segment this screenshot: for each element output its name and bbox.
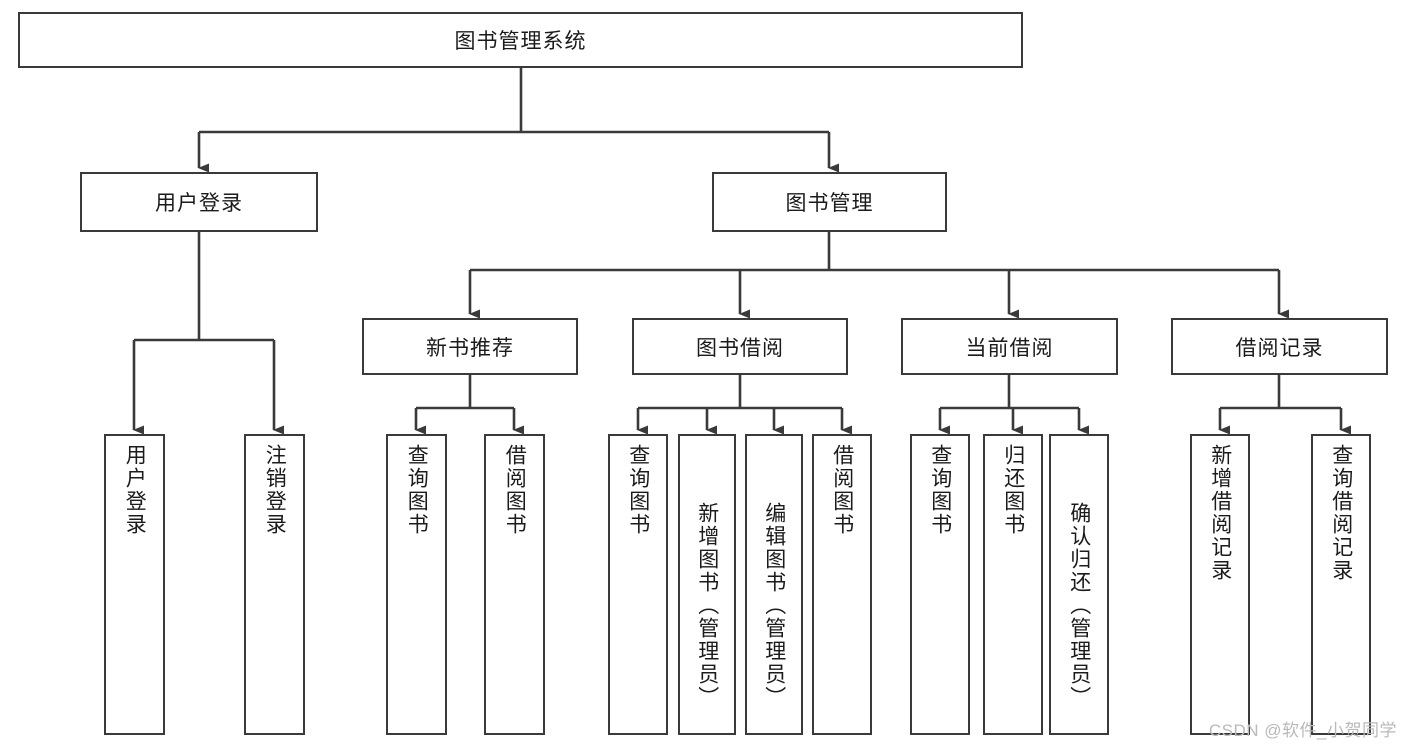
leaf-logout[interactable]: 注销登录 (244, 434, 305, 735)
leaf-query-borrow-record-label: 查询借阅记录 (1329, 444, 1353, 582)
leaf-query-book-recommend[interactable]: 查询图书 (386, 434, 447, 735)
leaf-confirm-return-admin[interactable]: 确认归还（管理员） (1049, 434, 1109, 735)
leaf-add-book-admin[interactable]: 新增图书（管理员） (678, 434, 736, 735)
leaf-edit-book-admin[interactable]: 编辑图书（管理员） (745, 434, 803, 735)
leaf-query-book-current-label: 查询图书 (928, 444, 952, 536)
node-current-borrow[interactable]: 当前借阅 (901, 318, 1118, 375)
node-borrow-record-label: 借阅记录 (1235, 336, 1324, 360)
node-current-borrow-label: 当前借阅 (965, 336, 1054, 360)
node-borrow-record[interactable]: 借阅记录 (1171, 318, 1388, 375)
leaf-borrow-book-label: 借阅图书 (830, 444, 854, 536)
node-root[interactable]: 图书管理系统 (18, 12, 1023, 68)
leaf-add-borrow-record-label: 新增借阅记录 (1208, 444, 1232, 582)
leaf-query-book-borrow-label: 查询图书 (626, 444, 650, 536)
leaf-add-borrow-record[interactable]: 新增借阅记录 (1190, 434, 1250, 735)
leaf-query-book-recommend-label: 查询图书 (405, 444, 429, 536)
leaf-query-book-current[interactable]: 查询图书 (910, 434, 970, 735)
leaf-borrow-book[interactable]: 借阅图书 (812, 434, 872, 735)
leaf-return-book[interactable]: 归还图书 (983, 434, 1043, 735)
leaf-borrow-book-recommend[interactable]: 借阅图书 (484, 434, 545, 735)
node-book-management[interactable]: 图书管理 (712, 172, 947, 232)
leaf-logout-label: 注销登录 (263, 444, 287, 536)
node-user-login-label: 用户登录 (155, 192, 243, 215)
node-book-borrow[interactable]: 图书借阅 (632, 318, 848, 375)
leaf-query-borrow-record[interactable]: 查询借阅记录 (1311, 434, 1371, 735)
leaf-confirm-return-admin-label: 确认归还（管理员） (1067, 502, 1091, 709)
watermark: CSDN @软件_小贺同学 (1208, 721, 1397, 740)
node-root-label: 图书管理系统 (454, 30, 587, 53)
node-book-borrow-label: 图书借阅 (696, 336, 784, 360)
leaf-return-book-label: 归还图书 (1001, 444, 1025, 536)
leaf-borrow-book-recommend-label: 借阅图书 (503, 444, 527, 536)
leaf-user-login-label: 用户登录 (123, 444, 147, 536)
leaf-add-book-admin-label: 新增图书（管理员） (695, 502, 719, 709)
leaf-edit-book-admin-label: 编辑图书（管理员） (762, 502, 786, 709)
node-new-book-recommend-label: 新书推荐 (426, 336, 514, 360)
leaf-user-login[interactable]: 用户登录 (104, 434, 165, 735)
node-new-book-recommend[interactable]: 新书推荐 (362, 318, 578, 375)
leaf-query-book-borrow[interactable]: 查询图书 (608, 434, 668, 735)
node-book-management-label: 图书管理 (785, 192, 874, 215)
node-user-login[interactable]: 用户登录 (80, 172, 318, 232)
